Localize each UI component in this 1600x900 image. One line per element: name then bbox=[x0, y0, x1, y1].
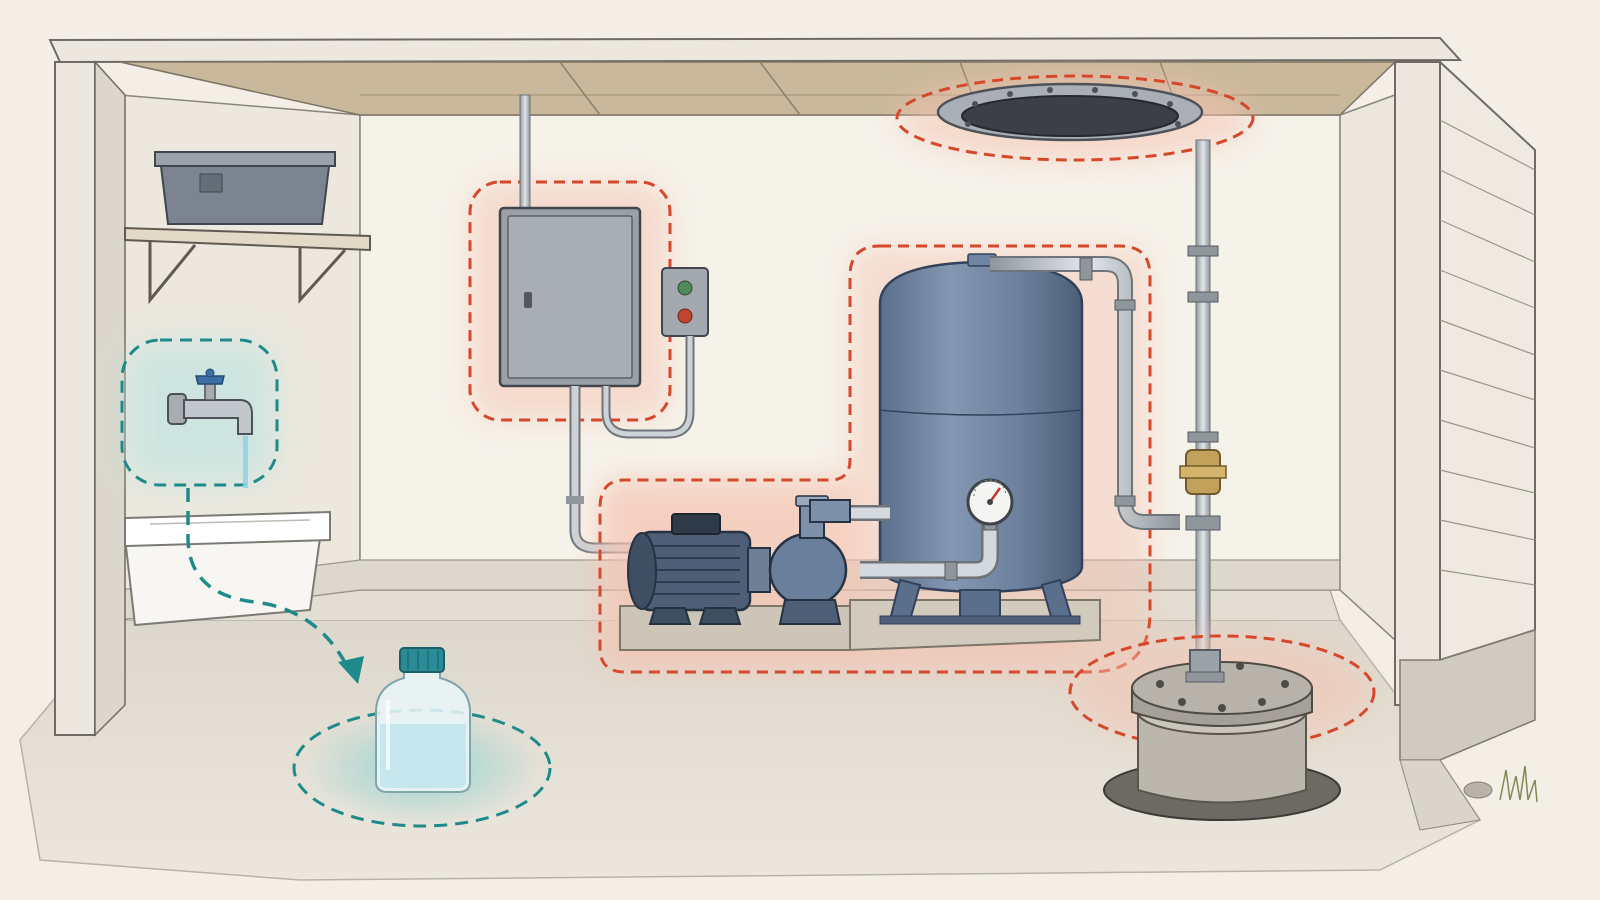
wall-shelf-icon bbox=[124, 226, 371, 305]
control-switch-icon bbox=[661, 267, 709, 337]
wellhead-icon bbox=[1103, 649, 1341, 821]
storage-bin-icon bbox=[154, 151, 336, 225]
sample-flow-arrow bbox=[186, 488, 364, 684]
pump-motor-icon bbox=[627, 495, 851, 625]
sample-bottle-icon bbox=[375, 647, 471, 793]
tank-piping bbox=[830, 256, 1180, 581]
brass-valve-icon bbox=[1179, 449, 1227, 495]
pressure-gauge-icon bbox=[966, 478, 1014, 531]
pressure-tank-icon bbox=[878, 253, 1084, 625]
exterior-siding bbox=[1399, 59, 1538, 831]
electrical-panel-icon bbox=[498, 206, 642, 388]
utility-sink-icon bbox=[123, 510, 331, 627]
faucet-icon bbox=[167, 368, 253, 488]
ceiling-conduit bbox=[519, 94, 531, 211]
well-pipe bbox=[1185, 139, 1221, 661]
ceiling-hatch-icon bbox=[936, 82, 1204, 142]
electrical-conduits bbox=[566, 336, 695, 554]
